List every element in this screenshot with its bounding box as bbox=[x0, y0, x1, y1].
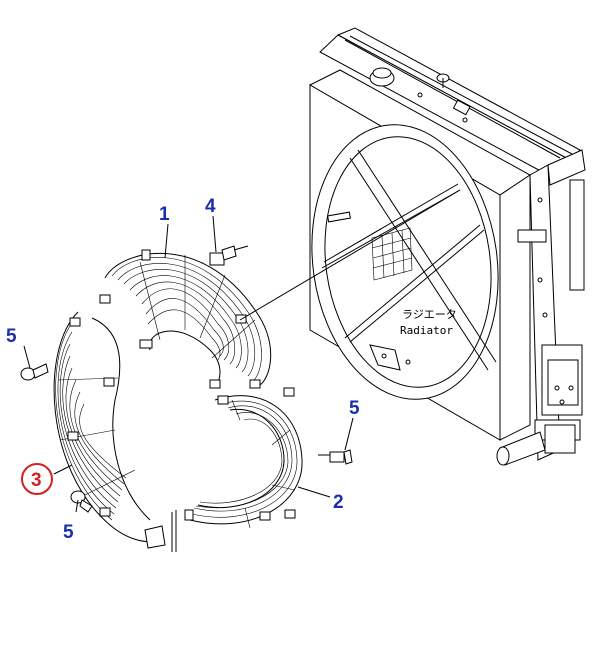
callout-3: 3 bbox=[31, 470, 42, 491]
callout-1: 1 bbox=[159, 204, 170, 225]
callout-4: 4 bbox=[205, 196, 216, 217]
fan-guard-lower bbox=[184, 387, 303, 529]
radiator-label-jp: ラジエータ bbox=[402, 308, 457, 321]
callout-2: 2 bbox=[333, 492, 344, 513]
core-grid bbox=[371, 227, 413, 281]
bolt-4 bbox=[209, 245, 249, 266]
fan-guard-upper bbox=[99, 189, 461, 389]
bolt-5-right bbox=[318, 449, 353, 465]
bottom-outlet-pipe bbox=[496, 431, 546, 466]
bolt-5-left bbox=[20, 363, 49, 381]
radiator-assembly: ラジエータ Radiator bbox=[308, 27, 586, 466]
callout-5-lower: 5 bbox=[63, 522, 74, 543]
leader-lines bbox=[23, 215, 354, 513]
radiator-label-en: Radiator bbox=[400, 324, 453, 337]
filler-cap bbox=[369, 67, 395, 87]
top-knob bbox=[436, 73, 450, 88]
callout-5-right: 5 bbox=[349, 398, 360, 419]
bolt-5-lower-left bbox=[70, 490, 93, 513]
fan-guard-left bbox=[53, 311, 177, 552]
callout-3-highlight: 3 bbox=[21, 463, 53, 495]
callout-5-left: 5 bbox=[6, 326, 17, 347]
fan-opening bbox=[311, 124, 499, 400]
side-bracket-panel bbox=[517, 149, 586, 461]
